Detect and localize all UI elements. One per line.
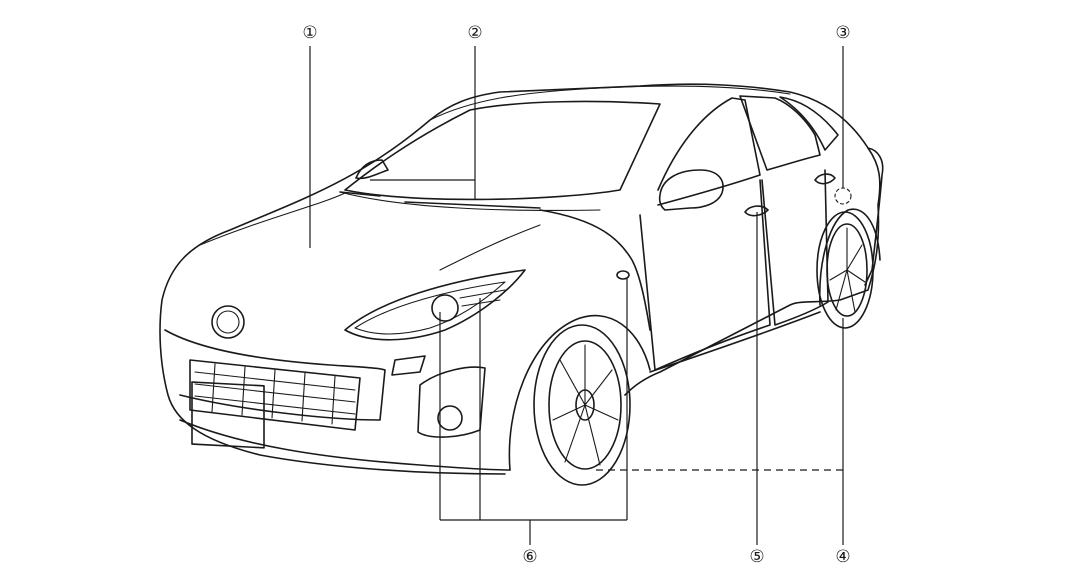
leader-2: [370, 46, 476, 200]
wiper-right: [404, 201, 541, 209]
front-wheel-arch: [508, 314, 651, 471]
car-illustration: [159, 83, 884, 486]
rear-rim: [826, 223, 868, 317]
callout-4: ④: [835, 547, 850, 567]
rear-wheel-arch: [818, 208, 881, 306]
grille: [189, 359, 361, 431]
callout-2: ②: [467, 23, 482, 43]
wiper-left: [339, 191, 381, 197]
front-bumper: [164, 329, 386, 421]
rear-bumper: [864, 147, 884, 286]
callout-numbers: ① ② ③ ④ ⑤ ⑥: [302, 23, 850, 567]
door-handle-front: [744, 205, 769, 217]
callout-1: ①: [302, 23, 317, 43]
front-rim-spokes: [552, 344, 619, 466]
front-lip: [179, 419, 511, 471]
left-mirror: [355, 159, 389, 180]
callout-6: ⑥: [522, 547, 537, 567]
hood-center: [439, 224, 541, 271]
turn-signal: [391, 355, 426, 376]
fender-line: [539, 209, 651, 331]
headlight-drl: [459, 289, 506, 307]
headlight-lens: [431, 294, 459, 322]
front-tire: [533, 324, 631, 486]
emblem-inner: [216, 310, 240, 334]
front-rim: [548, 340, 622, 470]
front-door-window: [657, 97, 761, 206]
headlight: [344, 269, 526, 341]
hood-line: [199, 192, 346, 246]
fog-light: [437, 405, 463, 431]
license-plate: [191, 381, 265, 449]
windshield: [344, 100, 661, 201]
cowl-line: [339, 191, 601, 212]
rear-tire: [816, 211, 874, 329]
grille-mesh: [194, 363, 356, 425]
callout-5: ⑤: [749, 547, 764, 567]
door-handle-rear: [814, 173, 836, 185]
side-mirror: [658, 169, 724, 211]
fuel-door: [834, 187, 852, 205]
rear-door: [761, 169, 829, 326]
callout-3: ③: [835, 23, 850, 43]
headlight-inner: [354, 281, 506, 335]
front-door: [639, 179, 771, 371]
rear-door-window: [739, 95, 821, 171]
roof-line: [429, 85, 791, 121]
leader-6: [439, 278, 628, 545]
fog-light-housing: [417, 366, 486, 438]
rear-quarter-window: [779, 96, 839, 151]
front-hub: [575, 389, 595, 421]
car-body-outline: [159, 83, 881, 475]
side-marker: [616, 270, 630, 280]
callout-leaders: [309, 46, 844, 545]
rocker-panel: [649, 311, 821, 373]
rear-rim-spokes: [829, 227, 866, 313]
emblem: [211, 305, 245, 339]
